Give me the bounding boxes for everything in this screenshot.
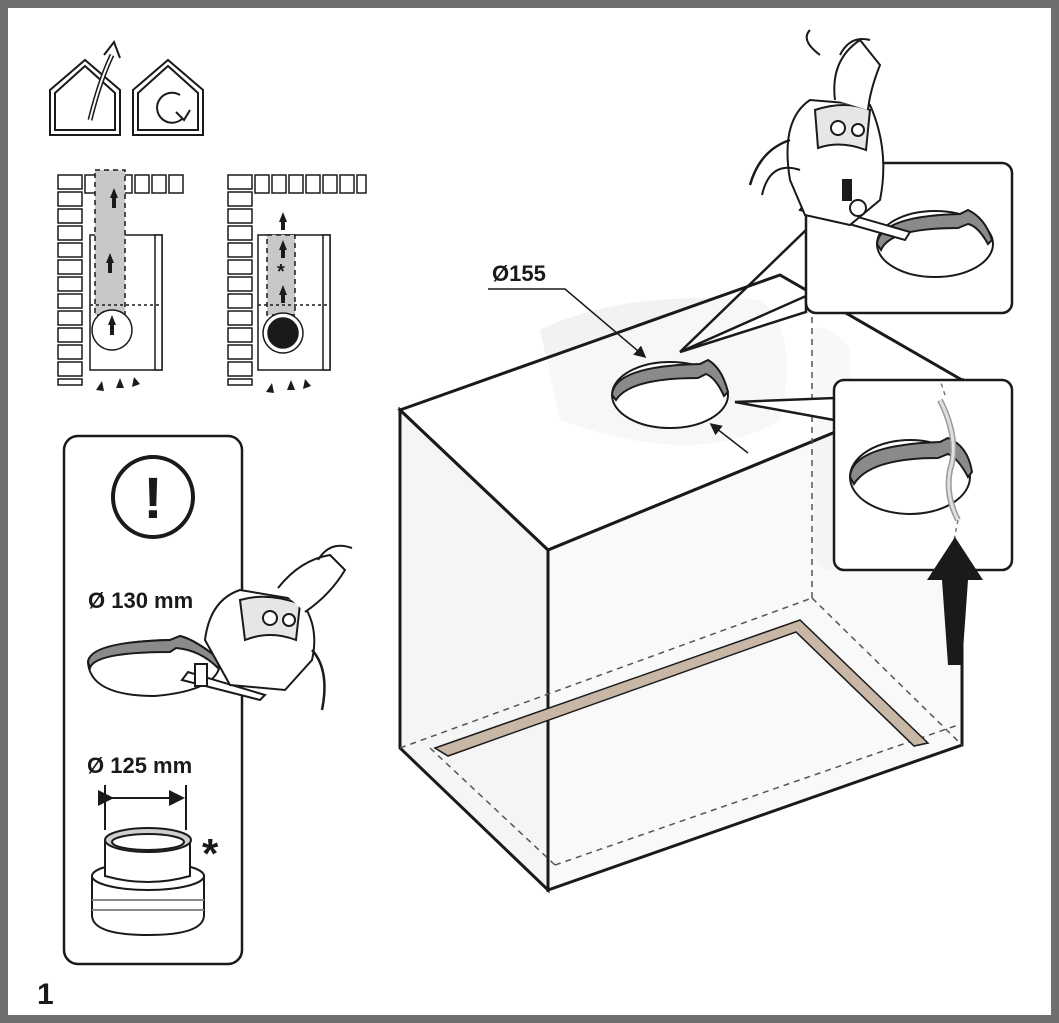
- cutout-dimension-lines: [488, 288, 749, 454]
- jigsaw-icon: [180, 544, 353, 711]
- duct-optional-marker: *: [277, 261, 285, 283]
- warning-panel: ! Ø 130 mm Ø 125 mm: [62, 434, 353, 966]
- seal-strip: [433, 619, 930, 757]
- warning-symbol: !: [143, 466, 162, 531]
- up-arrow-icon: [927, 537, 983, 665]
- duct-adapter-icon: [91, 827, 205, 937]
- adapter-dimension: [98, 785, 187, 830]
- cabinet: [397, 273, 966, 894]
- cut-diameter-label: Ø 130 mm: [88, 588, 193, 613]
- jigsaw-icon: [748, 29, 912, 242]
- ducted-mode-icon: [49, 39, 121, 136]
- adapter-diameter-label: Ø 125 mm: [87, 753, 192, 778]
- jigsaw-callout: [679, 29, 1014, 354]
- step-number: 1: [37, 978, 54, 1011]
- recirculation-mode-icon: [132, 58, 204, 136]
- cable-callout: [734, 378, 1014, 572]
- ducted-schematic: [57, 169, 184, 391]
- top-hole: [610, 358, 730, 429]
- wall-bricks-left: [57, 174, 184, 386]
- wall-bricks-right: [227, 174, 367, 386]
- optional-marker: *: [202, 830, 219, 877]
- recirculation-schematic: [227, 174, 367, 393]
- cutout-diameter-label: Ø155: [492, 261, 546, 286]
- warning-icon: [111, 455, 195, 539]
